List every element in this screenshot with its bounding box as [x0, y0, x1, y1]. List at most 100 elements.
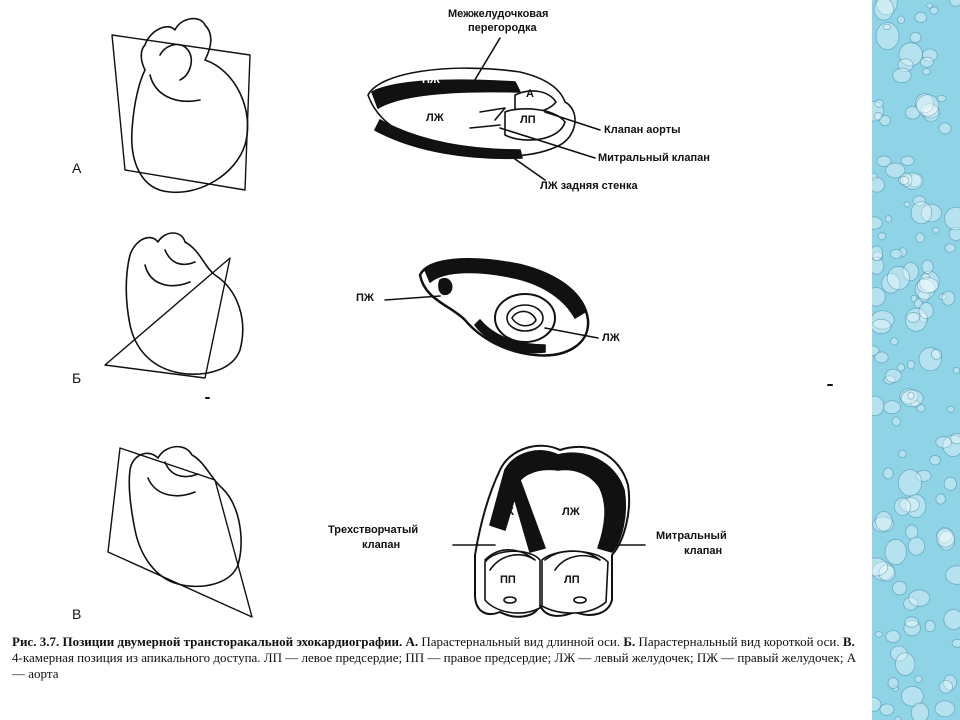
water-drop [904, 106, 921, 120]
water-drop [919, 56, 934, 68]
water-drop [907, 391, 915, 400]
water-drop [899, 172, 913, 187]
water-drop [873, 112, 883, 121]
label-septum-line1: Межжелудочковая [448, 8, 549, 20]
water-drop [910, 201, 933, 225]
water-drop [892, 685, 899, 692]
inner-label-rv-v: ПЖ [496, 506, 514, 518]
water-drop [936, 527, 953, 543]
water-drop [930, 348, 942, 360]
water-drop [922, 105, 940, 122]
water-drop [874, 351, 889, 364]
label-mitral-valve-a: Митральный клапан [598, 152, 710, 164]
water-drop [924, 620, 936, 633]
inner-label-la-v: ЛП [564, 574, 580, 586]
inner-label-ra-v: ПП [500, 574, 516, 586]
water-drop [900, 155, 915, 166]
water-drop [929, 455, 941, 466]
caption-b-text: Парастернальный вид короткой оси. [638, 634, 840, 649]
inner-label-la-a: ЛП [520, 114, 536, 126]
caption-v-text: 4-камерная позиция из апикального доступ… [12, 650, 857, 681]
water-drop [898, 469, 923, 497]
water-drop [915, 469, 932, 482]
inner-label-lv-v: ЛЖ [562, 506, 580, 518]
water-drop [918, 347, 942, 372]
water-drop [876, 155, 892, 167]
water-drop [938, 680, 953, 694]
label-rv-b: ПЖ [356, 292, 374, 304]
label-septum-line2: перегородка [468, 22, 537, 34]
water-drop [952, 367, 960, 374]
water-drop [950, 433, 960, 445]
water-drop [881, 273, 901, 294]
water-drop [878, 564, 896, 582]
water-drop [879, 703, 895, 716]
caption-a-key: А. [405, 634, 419, 649]
water-drops-sidebar [872, 0, 960, 720]
water-drop [951, 638, 960, 648]
water-drop [915, 232, 925, 244]
water-drop [921, 48, 938, 62]
water-drop [907, 536, 926, 556]
water-drop [921, 273, 930, 280]
water-drop [908, 589, 931, 607]
water-drop [943, 674, 957, 691]
water-drop [912, 195, 926, 207]
water-drop [872, 216, 883, 230]
water-drop [872, 287, 886, 307]
water-drop [942, 434, 960, 457]
water-drop [891, 416, 901, 427]
water-drop [904, 307, 928, 332]
water-drop [872, 172, 878, 181]
water-drop [916, 94, 940, 117]
panel-label-a: А [72, 160, 82, 176]
water-drop [885, 630, 901, 643]
water-drop [883, 375, 896, 385]
water-drop [910, 400, 920, 408]
short-axis-section [384, 258, 599, 357]
water-drop [892, 67, 912, 84]
water-drop [890, 248, 903, 259]
panel-label-b: Б [72, 370, 82, 386]
water-drop [945, 565, 960, 585]
water-drop [897, 58, 914, 72]
water-drop [884, 538, 907, 566]
figure-caption: Рис. 3.7. Позиции двумерной трансторакал… [12, 634, 862, 682]
water-drop [948, 226, 960, 241]
water-drop [914, 278, 936, 300]
water-drop [873, 0, 894, 21]
water-drop [905, 493, 927, 519]
water-drop [918, 302, 934, 320]
water-drop [938, 293, 947, 301]
water-drop [938, 530, 956, 551]
water-drop [916, 277, 939, 294]
water-drop [943, 609, 960, 630]
water-drop [920, 203, 942, 223]
water-drop [872, 395, 885, 417]
water-drop [885, 162, 906, 179]
water-drop [872, 256, 885, 275]
water-drop [900, 685, 924, 707]
panel-label-v: В [72, 606, 82, 622]
label-tricuspid-line2: клапан [362, 539, 401, 551]
heart-v-drawing [107, 445, 253, 618]
water-drop [898, 175, 910, 185]
water-drop [922, 67, 931, 76]
label-lv-posterior-wall: ЛЖ задняя стенка [540, 180, 638, 192]
water-drop [903, 619, 921, 637]
water-drop [903, 201, 911, 208]
water-drops-texture [872, 0, 960, 720]
water-drop [884, 215, 893, 223]
water-drop [910, 294, 918, 303]
water-drop [898, 247, 908, 257]
water-drop [891, 580, 908, 596]
water-drop [919, 270, 940, 293]
figure-area: А Б В Межжелудочковая перегородка Клапан… [12, 8, 862, 682]
water-drop [895, 652, 916, 676]
water-drop [935, 528, 956, 548]
water-drop [904, 616, 919, 628]
label-lv-b: ЛЖ [602, 332, 620, 344]
water-drop [898, 449, 907, 458]
inner-label-aorta-a: А [526, 88, 534, 100]
water-drop [909, 31, 922, 44]
